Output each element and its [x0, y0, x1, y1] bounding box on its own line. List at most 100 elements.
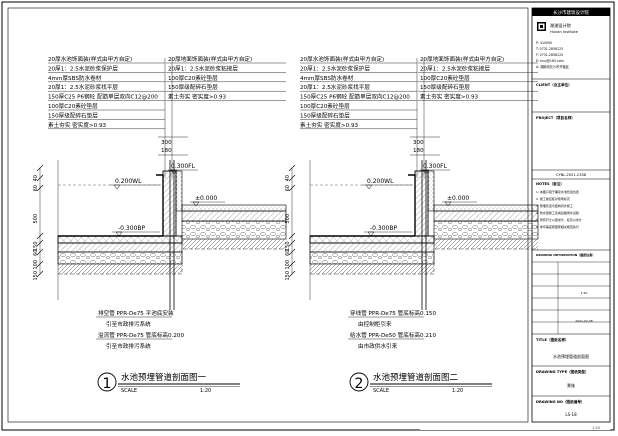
drawing-no-label: DRAWING NO（图纸编号） [536, 399, 585, 404]
pipe-note: 穿线管 PPR-De75 管底标高0.150 [350, 309, 436, 317]
info-value: 1:20 [581, 291, 588, 295]
soil-boundary [310, 248, 538, 275]
dim-text: 300 [161, 140, 172, 146]
pool-gravel [57, 251, 183, 265]
dim-text: 500 [33, 214, 39, 224]
notes-label: NOTES（备注） [536, 181, 564, 186]
pipe-note: 溢流管 PPR-De75 管底标高0.200 [98, 331, 184, 339]
svg-text:A: 湖南省长沙市开福区: A: 湖南省长沙市开福区 [536, 64, 570, 69]
level-floor: 0.300FL [423, 163, 448, 170]
svg-text:T: 0731-2858123: T: 0731-2858123 [535, 47, 563, 51]
drawing-type-label: DRAWING TYPE（图纸类型） [536, 369, 589, 374]
pipe-note: 给水管 PPR-De50 管底标高0.210 [350, 331, 436, 339]
dim-text: 300 [413, 140, 424, 146]
layer-note-right: 素土夯实 密实度>0.93 [420, 93, 479, 101]
pool-slab [309, 235, 435, 244]
pipe-note: 引至市政排污系统 [106, 320, 151, 328]
company-logo [537, 22, 546, 31]
ground-concrete [433, 210, 539, 222]
section-title: 水池预埋管道剖面图一 [121, 372, 207, 383]
wall-finish [427, 170, 435, 212]
layer-note-right: 素土夯实 密实度>0.93 [168, 93, 227, 101]
layer-note-left: 100厚C20素砼垫层 [48, 102, 98, 110]
title-block-header-bar [532, 8, 610, 16]
layer-note-left: 150厚级配碎石垫层 [300, 111, 350, 119]
ground-finish [433, 204, 539, 212]
ground-concrete [181, 210, 287, 222]
svg-text:F: 0731-2858125: F: 0731-2858125 [536, 53, 563, 57]
dim-text: 100 [285, 260, 291, 270]
dim-tick [288, 184, 296, 192]
dim-tick [288, 248, 296, 256]
ground-soil [182, 239, 286, 249]
company-name: 湖湘设计院 [550, 22, 572, 29]
scale-value: 1:20 [452, 388, 463, 394]
pipe-note: 由市政供水引来 [358, 342, 398, 350]
soil-boundary [58, 248, 286, 275]
layer-note-right: 20厚地面饰面装(样式由甲方自定) [420, 55, 504, 63]
client-label: CLIENT（业主单位） [536, 82, 572, 87]
level-water: 0.200WL [367, 178, 394, 185]
layer-note-left: 4mm厚SBS防水卷材 [300, 74, 354, 82]
svg-text:P: 410000: P: 410000 [536, 41, 552, 45]
drawing-type-value: 景施 [567, 382, 575, 388]
title-block-header: 长沙市建筑设计院 [553, 9, 589, 16]
dim-text: 100 [33, 260, 39, 270]
svg-text:4. 防水层施工完成后做闭水试验: 4. 防水层施工完成后做闭水试验 [536, 210, 579, 215]
dim-text: 150 [33, 271, 39, 281]
svg-text:1:20: 1:20 [592, 426, 600, 430]
layer-note-left: 20厚1：2.5水泥砂浆保护层 [48, 64, 118, 72]
section-2: 20厚水池饰面装(样式由甲方自定)20厚1：2.5水泥砂浆保护层4mm厚SBS防… [285, 55, 539, 394]
title-label: TITLE（图纸名称） [536, 337, 569, 342]
section-title: 水池预埋管道剖面图二 [373, 372, 459, 383]
layer-note-right: 20厚地面饰面装(样式由甲方自定) [168, 55, 252, 63]
contact-info: P: 410000 T: 0731-2858123 F: 0731-285812… [535, 41, 570, 69]
ground-soil [434, 239, 538, 249]
pool-gravel [309, 251, 435, 265]
dim-text: 150 [285, 242, 291, 252]
section-number-circle [349, 372, 369, 392]
notes-list: 1. 本图只用于确定水池管道位置 2. 施工前应核对现场标高 3. 预埋管道与结… [536, 189, 582, 229]
dim-tick [36, 184, 44, 192]
level-zero: ±0.000 [447, 195, 469, 202]
section-number: 2 [355, 376, 364, 392]
drawing-no-value: LS-18 [565, 412, 577, 417]
ground-finish [181, 204, 287, 212]
level-bottom: -0.300BP [370, 225, 397, 232]
layer-note-right: 100厚C20素砼垫层 [168, 74, 218, 82]
layer-note-left: 20厚1：2.5水泥砂浆保护层 [300, 64, 370, 72]
level-marker [367, 231, 375, 237]
layer-note-left: 20厚1：2.5水泥砂浆找平层 [48, 83, 118, 91]
wall-finish [175, 170, 183, 212]
svg-text:2. 施工前应核对现场标高: 2. 施工前应核对现场标高 [536, 196, 570, 201]
pool-soil [310, 264, 434, 274]
layer-note-left: 150厚级配碎石垫层 [48, 111, 98, 119]
dim-text: 40 [33, 175, 39, 181]
project-label: PROJECT（项目名称） [536, 115, 575, 120]
layer-note-left: 素土夯实 密实度>0.93 [48, 121, 107, 129]
dim-text: 60 [285, 185, 291, 191]
svg-text:6. 未尽事宜按国家相关规范执行: 6. 未尽事宜按国家相关规范执行 [536, 224, 579, 229]
level-marker [444, 201, 452, 207]
pipe-note: 排空管 PPR-De75 平池底安装 [98, 309, 174, 317]
ground-gravel [433, 220, 539, 240]
layer-note-left: 100厚C20素砼垫层 [300, 102, 350, 110]
level-floor: 0.300FL [171, 163, 196, 170]
level-bottom: -0.300BP [118, 225, 145, 232]
layer-note-left: 素土夯实 密实度>0.93 [300, 121, 359, 129]
pool-soil [58, 264, 182, 274]
layer-note-right: 20厚1：2.5水泥砂浆粘接层 [168, 64, 238, 72]
layer-note-left: 20厚1：2.5水泥砂浆找平层 [300, 83, 370, 91]
section-number-circle [97, 372, 117, 392]
level-marker [365, 184, 373, 190]
scale-label: SCALE [121, 388, 137, 394]
dim-text: 150 [33, 242, 39, 252]
dim-text: 60 [285, 250, 291, 256]
company-name-en: Hunan Institute [550, 30, 579, 34]
layer-note-left: 150厚C25 P6钢砼 配筋单层双向C12@200 [48, 93, 158, 101]
scale-value: 1:20 [200, 388, 211, 394]
layer-note-left: 4mm厚SBS防水卷材 [48, 74, 102, 82]
project-number: CYNL-2021-2338 [556, 173, 587, 177]
information-label: DRAWING INFORMATION（图纸信息） [536, 252, 595, 257]
